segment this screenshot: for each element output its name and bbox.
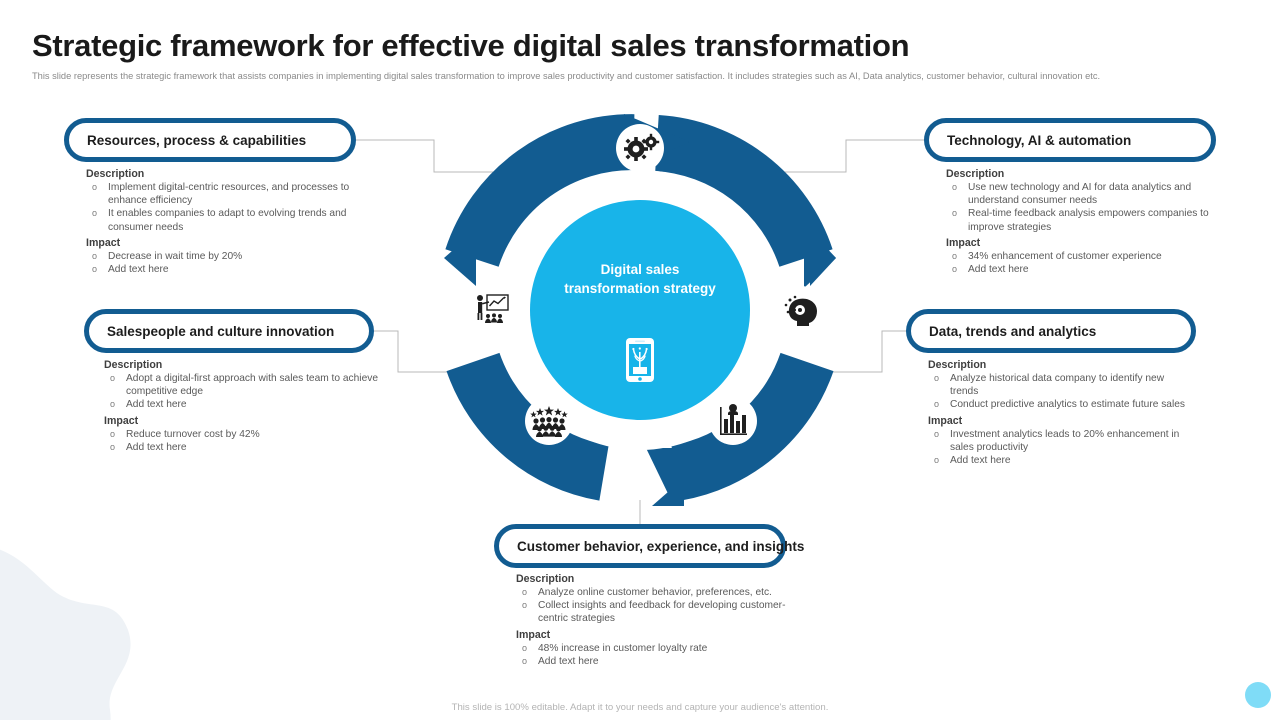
impact-list: 48% increase in customer loyalty rate Ad… [516,642,786,669]
section-title: Data, trends and analytics [929,323,1097,339]
description-label: Description [516,573,575,585]
list-item: Analyze online customer behavior, prefer… [516,586,786,599]
list-item: Conduct predictive analytics to estimate… [928,398,1190,411]
list-item: Analyze historical data company to ident… [928,372,1190,398]
impact-label: Impact [928,414,963,427]
section-pill-data-trends-analytics[interactable]: Data, trends and analytics [906,309,1196,353]
mobile-phone-growth-icon [626,338,654,382]
impact-list: Investment analytics leads to 20% enhanc… [928,428,1190,468]
description-list: Analyze historical data company to ident… [928,372,1190,412]
list-item: It enables companies to adapt to evolvin… [86,207,356,233]
people-stars-rating-icon [525,397,573,445]
description-list: Analyze online customer behavior, prefer… [516,586,786,626]
list-item: Decrease in wait time by 20% [86,250,356,263]
section-title: Resources, process & capabilities [87,132,307,148]
page-subtitle: This slide represents the strategic fram… [32,71,1101,81]
section-pill-customer-behavior-experience-insights[interactable]: Customer behavior, experience, and insig… [494,524,804,568]
section-pill-technology-ai-automation[interactable]: Technology, AI & automation [924,118,1216,162]
section-body-technology-ai-automation: Description Use new technology and AI fo… [946,168,1221,279]
impact-list: 34% enhancement of customer experience A… [946,250,1221,277]
section-body-resources-process-capabilities: Description Implement digital-centric re… [86,168,356,279]
list-item: Collect insights and feedback for develo… [516,599,786,625]
list-item: 48% increase in customer loyalty rate [516,642,786,655]
brain-gear-icon [777,286,825,334]
list-item: Investment analytics leads to 20% enhanc… [928,428,1190,454]
list-item: Add text here [86,263,356,276]
section-title: Technology, AI & automation [947,132,1132,148]
list-item: Implement digital-centric resources, and… [86,181,356,207]
decorative-dot [1245,682,1271,708]
description-label: Description [86,168,145,180]
impact-label: Impact [946,236,981,249]
list-item: Use new technology and AI for data analy… [946,181,1221,207]
description-label: Description [946,168,1005,180]
impact-list: Decrease in wait time by 20% Add text he… [86,250,356,277]
section-body-salespeople-culture-innovation: Description Adopt a digital-first approa… [104,359,389,457]
description-label: Description [928,359,987,371]
impact-label: Impact [104,414,139,427]
description-list: Implement digital-centric resources, and… [86,181,356,234]
list-item: Add text here [928,454,1190,467]
description-label: Description [104,359,163,371]
list-item: Add text here [516,655,786,668]
presentation-training-icon [466,286,514,334]
impact-list: Reduce turnover cost by 42% Add text her… [104,428,389,455]
ring-arrows [445,114,834,501]
bar-chart-person-icon [709,397,757,445]
cycle-diagram: Digital sales transformation strategy [438,108,842,512]
section-body-data-trends-analytics: Description Analyze historical data comp… [928,359,1190,470]
list-item: 34% enhancement of customer experience [946,250,1221,263]
description-list: Adopt a digital-first approach with sale… [104,372,389,412]
gears-icon [616,124,664,172]
impact-label: Impact [516,628,551,641]
section-body-customer-behavior-experience-insights: Description Analyze online customer beha… [516,573,786,671]
list-item: Real-time feedback analysis empowers com… [946,207,1221,233]
list-item: Reduce turnover cost by 42% [104,428,389,441]
list-item: Adopt a digital-first approach with sale… [104,372,389,398]
description-list: Use new technology and AI for data analy… [946,181,1221,234]
section-pill-resources-process-capabilities[interactable]: Resources, process & capabilities [64,118,356,162]
section-title: Customer behavior, experience, and insig… [517,538,805,554]
list-item: Add text here [104,441,389,454]
section-title: Salespeople and culture innovation [107,323,335,339]
footer-note: This slide is 100% editable. Adapt it to… [451,702,829,713]
list-item: Add text here [104,398,389,411]
page-title: Strategic framework for effective digita… [32,28,910,63]
impact-label: Impact [86,236,121,249]
section-pill-salespeople-culture-innovation[interactable]: Salespeople and culture innovation [84,309,374,353]
list-item: Add text here [946,263,1221,276]
center-core [530,200,750,420]
decorative-blob [0,549,131,720]
